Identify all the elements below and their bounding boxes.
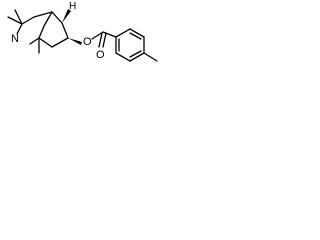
ring-bond [129, 28, 145, 38]
ester-oxygen-label: O [83, 36, 92, 48]
bicyclic-framework [16, 11, 69, 54]
stereo-hydrogen-label: H [69, 1, 76, 12]
carbonyl-oxygen-label: O [96, 49, 105, 61]
nitrogen-label: N [11, 33, 19, 45]
ring-bond [115, 28, 131, 38]
methyl-bond [14, 9, 23, 25]
chemical-structure-diagram: N H O O [7, 1, 158, 62]
ring-bond [129, 52, 145, 62]
ester-bond [102, 31, 117, 38]
wedge-bond [68, 38, 82, 45]
carbonyl-double-bond [98, 32, 103, 48]
ring-bond [38, 37, 53, 48]
bridge-bond [38, 25, 45, 39]
methyl-bonds [7, 9, 23, 25]
ester-bond [91, 31, 104, 40]
ring-bond [21, 16, 35, 25]
ring-bond [51, 11, 63, 24]
methyl-bond [143, 52, 158, 62]
carbonyl-double-bond [102, 32, 107, 48]
wedge-bond [62, 9, 71, 23]
ring-bond [61, 22, 69, 39]
ring-bond [115, 52, 131, 62]
methyl-bond [7, 16, 23, 25]
aromatic-inner-bond [129, 50, 142, 58]
ester-bonds [91, 31, 117, 48]
benzene-ring [115, 28, 158, 62]
aromatic-inner-bond [129, 32, 142, 40]
ring-bond [29, 37, 40, 45]
ring-bond [51, 37, 69, 48]
bridge-bond [43, 11, 53, 27]
ring-bond [16, 23, 23, 35]
ring-bond [33, 11, 53, 18]
